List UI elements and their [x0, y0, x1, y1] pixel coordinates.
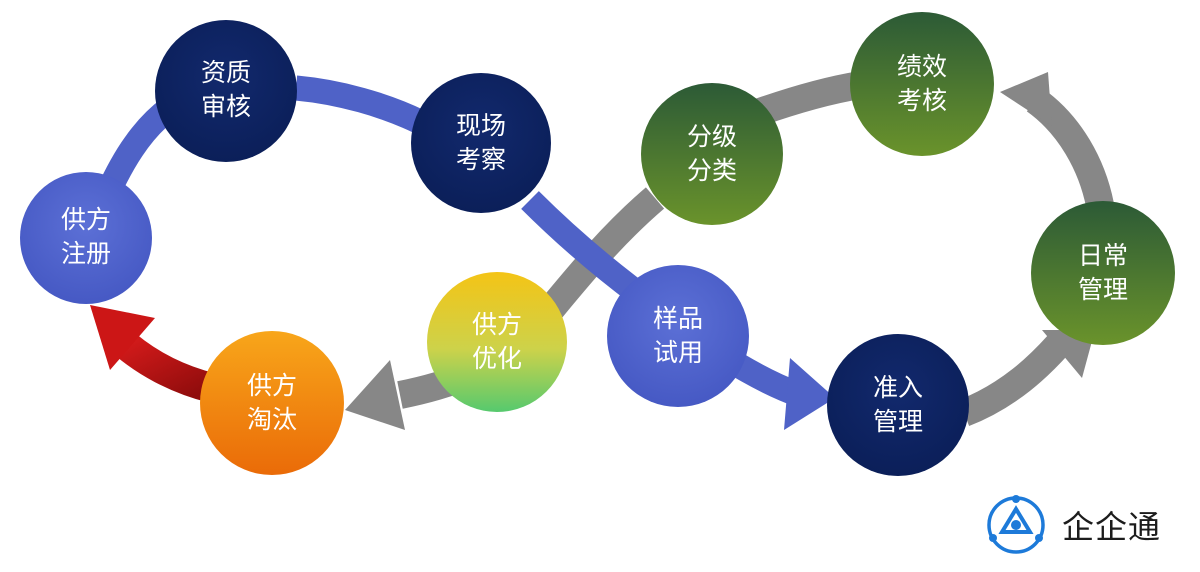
- node-site-inspection-line2: 考察: [456, 145, 506, 174]
- node-performance-review: 绩效 考核: [850, 12, 994, 156]
- node-site-inspection: 现场 考察: [411, 73, 551, 213]
- node-classification-line1: 分级: [687, 122, 737, 151]
- node-supplier-optimization-line2: 优化: [472, 344, 522, 373]
- node-supplier-elimination-line2: 淘汰: [247, 405, 297, 434]
- node-admission-management-line1: 准入: [873, 373, 923, 402]
- node-qualification-review-line1: 资质: [201, 58, 251, 87]
- node-site-inspection-line1: 现场: [456, 111, 506, 140]
- node-performance-review-line2: 考核: [897, 86, 947, 115]
- node-daily-management-line2: 管理: [1078, 275, 1128, 304]
- brand-name: 企企通: [1062, 508, 1162, 546]
- brand-logo: 企企通: [984, 494, 1161, 556]
- node-supplier-elimination-line1: 供方: [247, 371, 297, 400]
- node-qualification-review-line2: 审核: [201, 92, 251, 121]
- node-classification: 分级 分类: [641, 83, 783, 225]
- node-sample-trial: 样品 试用: [607, 265, 749, 407]
- node-supplier-registration: 供方 注册: [20, 172, 152, 304]
- node-supplier-registration-line2: 注册: [61, 239, 111, 268]
- red-return-arrow: [90, 305, 216, 403]
- node-supplier-optimization: 供方 优化: [427, 272, 567, 412]
- node-sample-trial-line1: 样品: [653, 304, 703, 333]
- brand-logo-icon: [987, 495, 1045, 554]
- node-daily-management: 日常 管理: [1031, 201, 1175, 345]
- node-supplier-optimization-line1: 供方: [472, 310, 522, 339]
- node-classification-line2: 分类: [687, 156, 737, 185]
- node-admission-management: 准入 管理: [827, 334, 969, 476]
- node-daily-management-line1: 日常: [1078, 241, 1128, 270]
- node-supplier-registration-line1: 供方: [61, 205, 111, 234]
- node-supplier-elimination: 供方 淘汰: [200, 331, 344, 475]
- node-admission-management-line2: 管理: [873, 407, 923, 436]
- node-sample-trial-line2: 试用: [653, 338, 703, 367]
- node-qualification-review: 资质 审核: [155, 20, 297, 162]
- node-performance-review-line1: 绩效: [897, 52, 947, 81]
